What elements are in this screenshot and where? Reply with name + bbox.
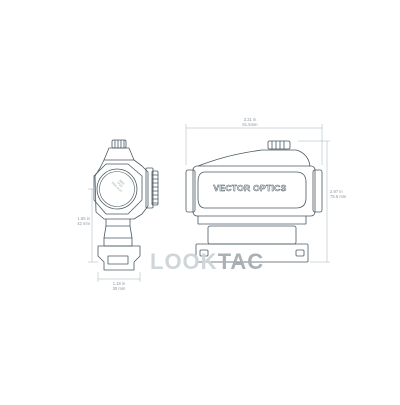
front-neck (105, 218, 131, 227)
front-shoulders (103, 147, 135, 161)
side-riser (207, 225, 297, 245)
dim-mount-height-metric: 42 mm (77, 221, 90, 226)
dim-label-width: 3.21 in 81.5mm (230, 117, 270, 127)
dim-label-mount-height: 1.65 in 42 mm (64, 216, 90, 226)
front-riser (103, 225, 133, 247)
watermark: LOOKTAC (150, 249, 263, 275)
side-mount-base (195, 243, 309, 263)
side-lens-left (185, 169, 196, 213)
watermark-left: LOOK (150, 249, 218, 274)
front-base (97, 245, 141, 271)
front-bezel (93, 163, 143, 215)
side-top-contour (197, 149, 311, 167)
side-turret (145, 167, 159, 209)
dim-width-imperial: 3.21 in (243, 117, 257, 122)
side-top-turret (267, 140, 291, 150)
front-lens-outer (96, 168, 138, 210)
dim-mount-height-imperial: 1.65 in (77, 216, 90, 221)
front-lens-inner (99, 171, 135, 207)
dim-label-base-width: 1.18 in 30 mm (104, 281, 134, 291)
front-housing (94, 159, 149, 220)
dim-height-metric: 75.5 mm (330, 194, 347, 199)
dimension-lines (88, 124, 330, 282)
side-view (185, 140, 323, 263)
side-lower-body (197, 215, 307, 225)
front-rail-slot (107, 255, 129, 265)
side-housing (192, 165, 316, 217)
dim-base-width-imperial: 1.18 in (112, 281, 126, 286)
watermark-right: TAC (217, 249, 265, 274)
dim-height-imperial: 2.97 in (330, 189, 343, 194)
dim-base-width-metric: 30 mm (112, 286, 126, 291)
dim-label-height: 2.97 in 75.5 mm (330, 189, 360, 199)
dim-width-metric: 81.5mm (242, 122, 258, 127)
side-lens-right (312, 169, 323, 213)
front-view (93, 139, 159, 271)
brand-logo-text: VECTOR OPTICS (213, 183, 287, 194)
side-brand-panel (197, 171, 307, 209)
